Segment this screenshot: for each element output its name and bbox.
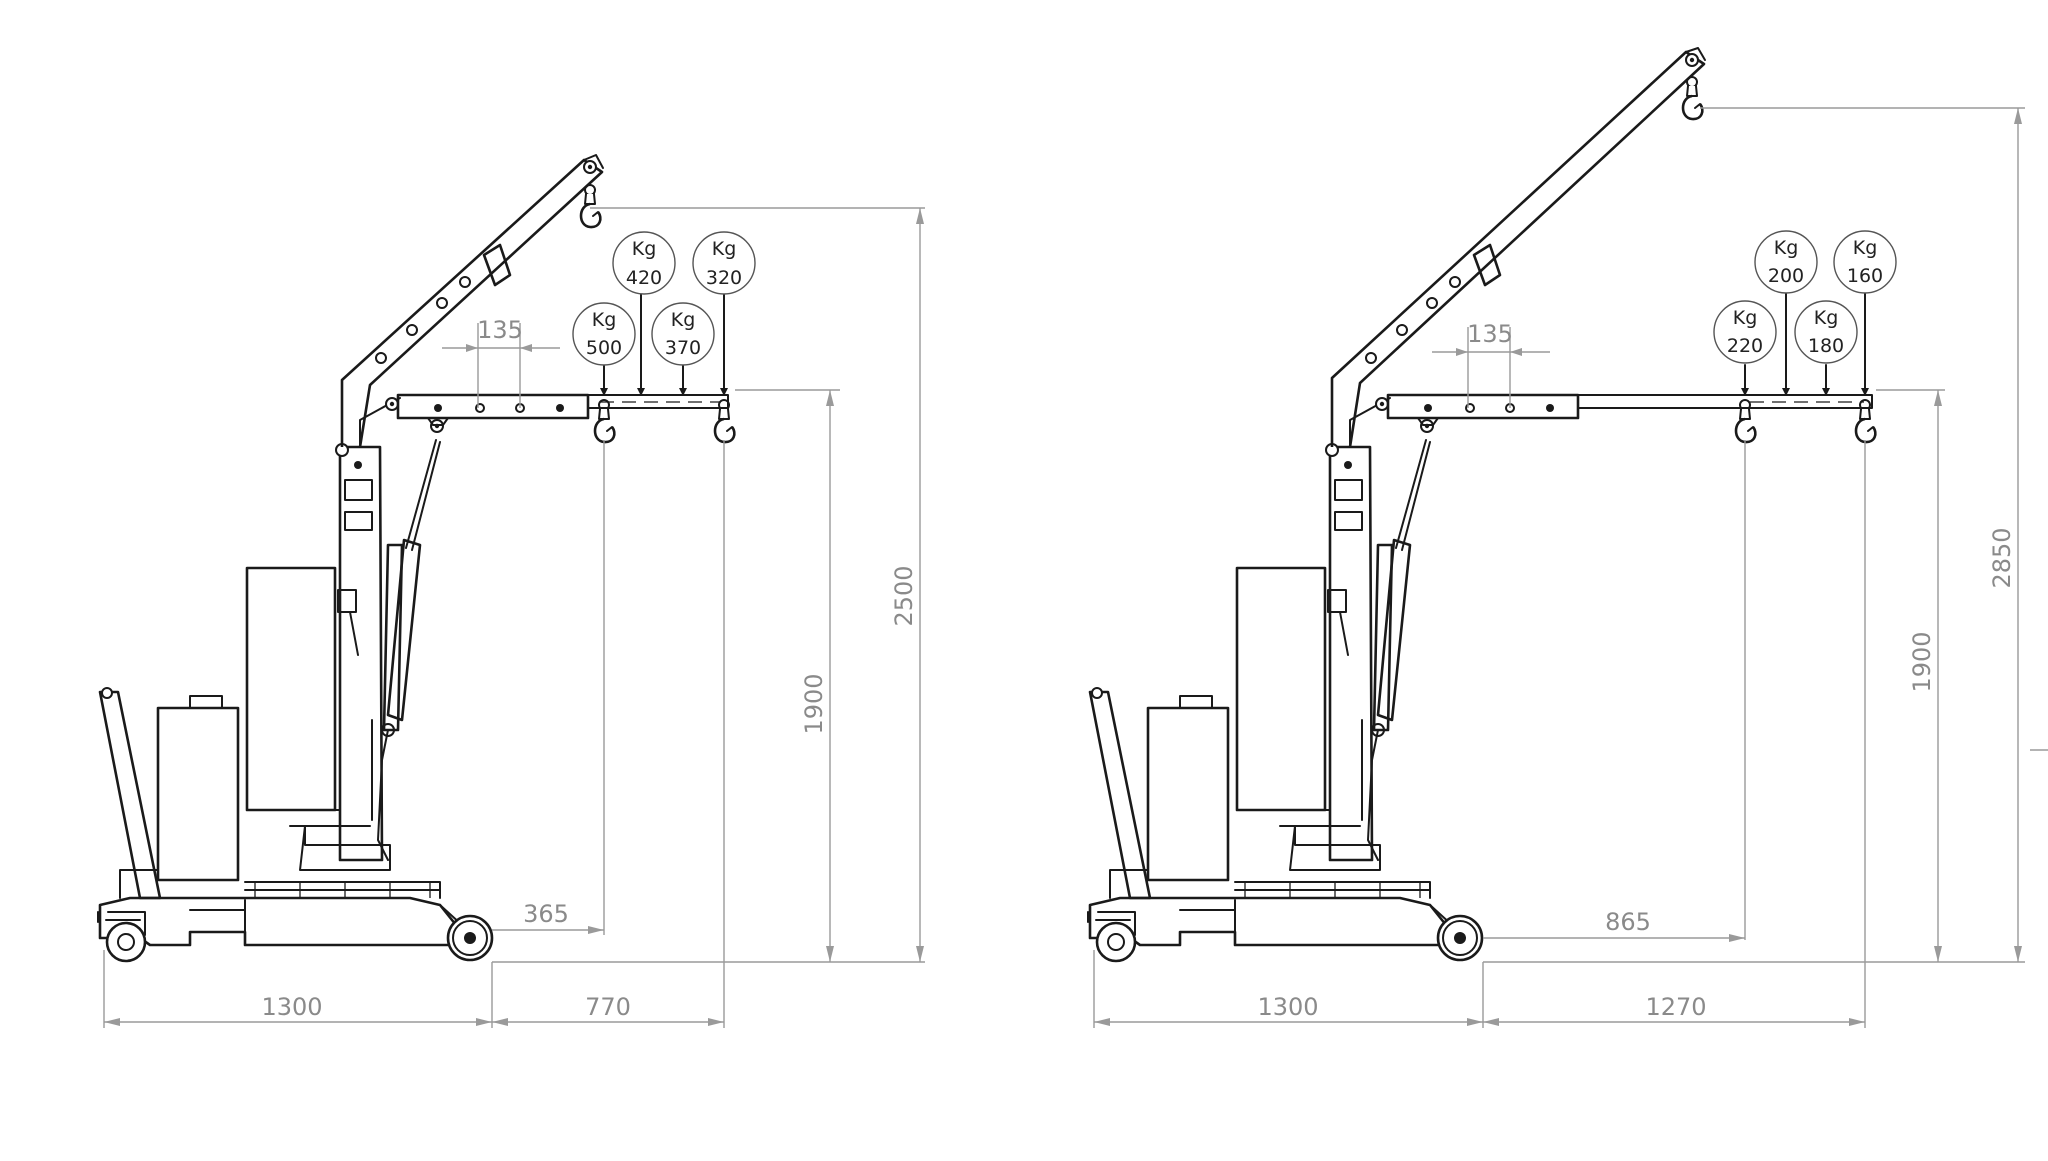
capacity-unit: Kg (671, 309, 696, 331)
dim-max-height: 2850 (1988, 527, 2016, 588)
capacity-circle (651, 302, 715, 366)
push-handle (1088, 687, 1152, 900)
capacity-unit: Kg (592, 309, 617, 331)
control-cabinet (245, 566, 391, 871)
boom-beam (396, 393, 729, 426)
capacity-callouts: Kg 220 Kg 200 Kg 180 Kg 160 (1713, 230, 1897, 396)
capacity-value: 420 (626, 267, 662, 289)
capacity-unit: Kg (1853, 237, 1878, 259)
dim-hook-spacing: 135 (1467, 320, 1513, 348)
dim-hook-spacing: 135 (477, 316, 523, 344)
capacity-circle (1713, 300, 1777, 364)
hydraulic-cylinders (377, 419, 444, 861)
dim-base-length: 1300 (261, 993, 322, 1021)
hook-inner (1734, 398, 1757, 444)
battery-box (156, 695, 240, 882)
capacity-callouts: Kg 500 Kg 420 Kg 370 Kg 320 (572, 231, 756, 396)
dim-beam-height: 1900 (800, 673, 828, 734)
capacity-unit: Kg (1814, 307, 1839, 329)
boom-beam (1386, 393, 1873, 426)
capacity-value: 370 (665, 337, 701, 359)
capacity-circle (1754, 230, 1818, 294)
capacity-circle (1833, 230, 1897, 294)
dimension-lines: 1300 770 365 135 1900 2500 (103, 207, 925, 1028)
capacity-value: 160 (1847, 265, 1883, 287)
dim-reach-inner: 365 (523, 900, 569, 928)
dim-reach-inner: 865 (1605, 908, 1651, 936)
capacity-circle (572, 302, 636, 366)
capacity-circle (692, 231, 756, 295)
crane-base (97, 881, 494, 963)
hook-outer (713, 398, 736, 444)
crane-base (1087, 881, 1484, 963)
capacity-value: 500 (586, 337, 622, 359)
capacity-circle (612, 231, 676, 295)
dim-base-length: 1300 (1257, 993, 1318, 1021)
capacity-unit: Kg (1733, 307, 1758, 329)
capacity-circle (1794, 300, 1858, 364)
boom-arm (1330, 47, 1706, 448)
capacity-value: 200 (1768, 265, 1804, 287)
dim-reach-outer: 770 (585, 993, 631, 1021)
dim-max-height: 2500 (890, 565, 918, 626)
figure-short-boom: Kg 500 Kg 420 Kg 370 Kg 320 1300 (97, 154, 925, 1028)
capacity-unit: Kg (1774, 237, 1799, 259)
hook-inner (593, 398, 616, 444)
figure-long-boom: Kg 220 Kg 200 Kg 180 Kg 160 1300 (1087, 47, 2048, 1028)
capacity-value: 180 (1808, 335, 1844, 357)
push-handle (98, 687, 162, 900)
capacity-value: 320 (706, 267, 742, 289)
capacity-unit: Kg (712, 238, 737, 260)
capacity-unit: Kg (632, 238, 657, 260)
hydraulic-cylinders (1367, 419, 1434, 861)
dim-reach-outer: 1270 (1645, 993, 1706, 1021)
boom-arm (340, 154, 604, 448)
dimension-lines: 1300 1270 865 135 1900 2850 (1093, 107, 2048, 1028)
battery-box (1146, 695, 1230, 882)
capacity-value: 220 (1727, 335, 1763, 357)
control-cabinet (1235, 566, 1381, 871)
dim-beam-height: 1900 (1908, 631, 1936, 692)
